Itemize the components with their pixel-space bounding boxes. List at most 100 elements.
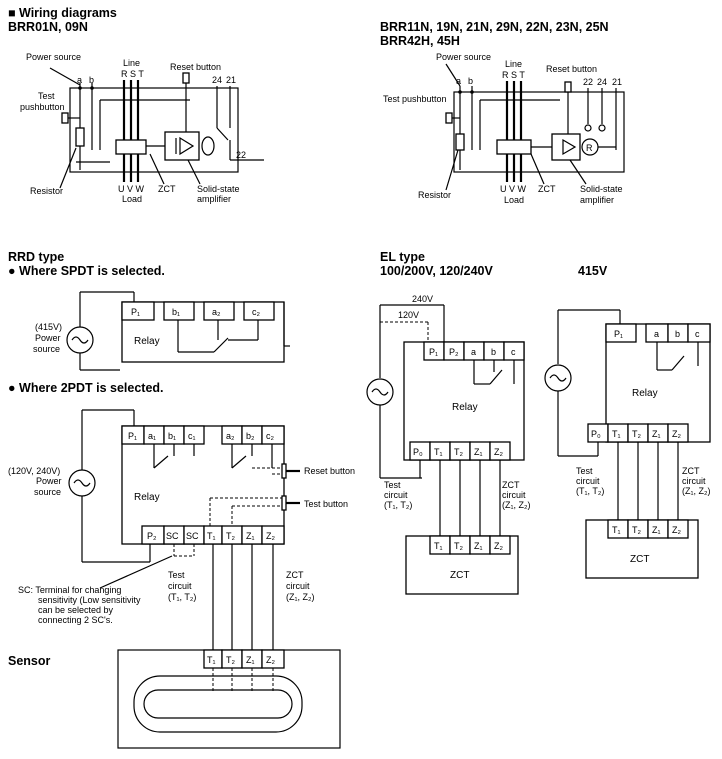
dpdt-terminal-a2: a₂ xyxy=(226,431,235,441)
el-zct-box-label: ZCT xyxy=(450,570,469,581)
brr-right-b-label: b xyxy=(468,76,473,86)
el-120v-label: 120V xyxy=(398,310,419,320)
dpdt-terminal-t1: T₁ xyxy=(207,531,216,541)
brr-left-zct-label: ZCT xyxy=(158,184,176,194)
brr-right-solid-state-label: Solid-state xyxy=(580,184,623,194)
brr-left-solid-state-label: Solid-state xyxy=(197,184,240,194)
dpdt-zct-label: ZCT xyxy=(286,570,304,580)
el415-terminal-z2: Z₂ xyxy=(672,429,681,439)
brr-left-a-label: a xyxy=(77,75,82,85)
brr-right-terminal-24: 24 xyxy=(597,77,607,87)
spdt-source-label: source xyxy=(33,344,60,354)
brr-left-diagram: Power source a b Line R S T Reset button… xyxy=(20,52,264,204)
brr-left-terminal-22: 22 xyxy=(236,150,246,160)
brr-left-load-label: Load xyxy=(122,194,142,204)
el415-zct-box-label: ZCT xyxy=(630,554,649,565)
sc-note-line3: can be selected by xyxy=(38,605,114,615)
brr-left-reset-button-label: Reset button xyxy=(170,62,221,72)
el-terminal-a: a xyxy=(471,347,476,357)
el-zct-terminal-z1: Z₁ xyxy=(474,541,483,551)
brr-left-resistor-label: Resistor xyxy=(30,186,63,196)
dpdt-relay-label: Relay xyxy=(134,492,160,503)
el-diagrams: EL type 100/200V, 120/240V 415V 240V 120… xyxy=(366,250,711,595)
sensor-title: Sensor xyxy=(8,654,51,668)
el-240v-label: 240V xyxy=(412,294,433,304)
brr-left-amplifier-label: amplifier xyxy=(197,194,231,204)
el415-terminal-p1: P₁ xyxy=(614,329,623,339)
dpdt-test-label: Test xyxy=(168,570,185,580)
dpdt-terminal-b1: b₁ xyxy=(168,431,176,441)
sensor-terminal-z1: Z₁ xyxy=(246,655,255,665)
brr-left-uvw-label: U V W xyxy=(118,184,145,194)
el415-zct-terminal-t1: T₁ xyxy=(612,525,621,535)
dpdt-power-label: Power xyxy=(36,476,62,486)
brr-right-reset-button-label: Reset button xyxy=(546,64,597,74)
el-circuit-label: circuit xyxy=(384,490,408,500)
dpdt-terminal-z1: Z₁ xyxy=(246,531,255,541)
dpdt-terminal-z2: Z₂ xyxy=(266,531,275,541)
el-z1z2-label: (Z₁, Z₂) xyxy=(502,500,531,510)
el-voltage-1: 100/200V, 120/240V xyxy=(380,264,494,278)
el-voltage-2: 415V xyxy=(578,264,608,278)
spdt-relay-label: Relay xyxy=(134,336,160,347)
spdt-terminal-p1: P₁ xyxy=(131,307,140,317)
model-a-title: BRR01N, 09N xyxy=(8,20,88,34)
brr-right-terminal-22: 22 xyxy=(583,77,593,87)
brr-left-rst-label: R S T xyxy=(121,69,144,79)
dpdt-terminal-t2: T₂ xyxy=(226,531,235,541)
spdt-terminal-a2: a₂ xyxy=(212,307,221,317)
brr-right-diagram: Power source a b Line R S T Reset button… xyxy=(383,52,625,205)
dpdt-terminal-p2: P₂ xyxy=(147,531,157,541)
rrd-2pdt-diagram: ● Where 2PDT is selected. (120V, 240V) P… xyxy=(8,381,355,650)
rrd-spdt-heading: ● Where SPDT is selected. xyxy=(8,264,165,278)
el-relay-label: Relay xyxy=(452,402,478,413)
brr-left-power-source-label: Power source xyxy=(26,52,81,62)
brr-left-pushbutton-label: pushbutton xyxy=(20,102,65,112)
brr-right-power-source-label: Power source xyxy=(436,52,491,62)
sensor-diagram: Sensor T₁ T₂ Z₁ Z₂ xyxy=(8,649,341,749)
el-terminal-z1: Z₁ xyxy=(474,447,483,457)
el-terminal-t1: T₁ xyxy=(434,447,443,457)
dpdt-circuit-label: circuit xyxy=(168,581,192,591)
el-terminal-p0: P₀ xyxy=(413,447,423,457)
el-terminal-c: c xyxy=(511,347,516,357)
el-terminal-p1: P₁ xyxy=(429,347,438,357)
el-zct-terminal-t1: T₁ xyxy=(434,541,443,551)
spdt-power-label: Power xyxy=(35,333,61,343)
el-terminal-b: b xyxy=(491,347,496,357)
dpdt-terminal-p1: P₁ xyxy=(128,431,137,441)
brr-left-line-label: Line xyxy=(123,58,140,68)
dpdt-voltage-label: (120V, 240V) xyxy=(8,466,60,476)
el415-t1t2-label: (T₁, T₂) xyxy=(576,486,604,496)
el-title: EL type xyxy=(380,250,425,264)
el415-zct-label: ZCT xyxy=(682,466,700,476)
sc-note-line4: connecting 2 SC's. xyxy=(38,615,113,625)
reset-button-label: Reset button xyxy=(304,466,355,476)
rrd-spdt-diagram: RRD type ● Where SPDT is selected. (415V… xyxy=(8,250,290,371)
el415-zct-circuit-label: circuit xyxy=(682,476,706,486)
dpdt-z1z2-label: (Z₁, Z₂) xyxy=(286,592,315,602)
dpdt-terminal-b2: b₂ xyxy=(246,431,255,441)
brr-left-b-label: b xyxy=(89,75,94,85)
el415-zct-terminal-t2: T₂ xyxy=(632,525,641,535)
brr-right-a-label: a xyxy=(456,76,461,86)
test-button-label: Test button xyxy=(304,499,348,509)
brr-left-terminal-24: 24 xyxy=(212,75,222,85)
el415-test-label: Test xyxy=(576,466,593,476)
brr-left-terminal-21: 21 xyxy=(226,75,236,85)
el415-terminal-b: b xyxy=(675,329,680,339)
dpdt-terminal-c1: c₁ xyxy=(188,431,196,441)
el-terminal-p2: P₂ xyxy=(449,347,459,357)
sc-note-line1: SC: Terminal for changing xyxy=(18,585,121,595)
el415-terminal-t1: T₁ xyxy=(612,429,621,439)
el-zct-label: ZCT xyxy=(502,480,520,490)
dpdt-zct-circuit-label: circuit xyxy=(286,581,310,591)
el415-zct-terminal-z1: Z₁ xyxy=(652,525,661,535)
brr-left-test-label: Test xyxy=(38,91,55,101)
el-zct-terminal-z2: Z₂ xyxy=(494,541,503,551)
brr-right-rst-label: R S T xyxy=(502,70,525,80)
dpdt-terminal-sc-2: SC xyxy=(186,531,199,541)
brr-right-load-label: Load xyxy=(504,195,524,205)
el415-zct-terminal-z2: Z₂ xyxy=(672,525,681,535)
